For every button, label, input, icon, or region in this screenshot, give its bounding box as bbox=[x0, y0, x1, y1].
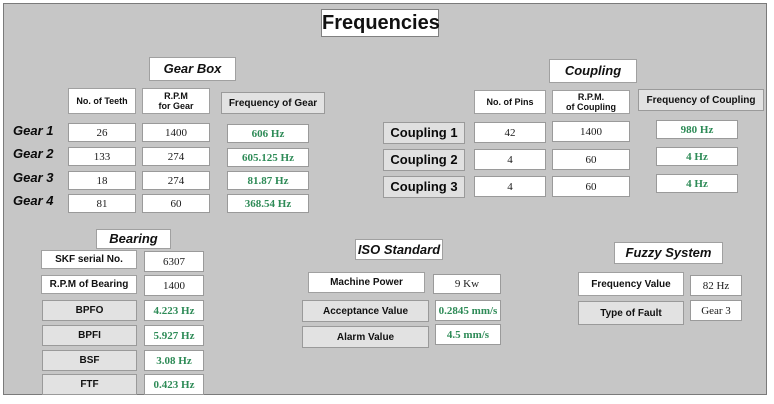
frequency-value-input[interactable]: 82 Hz bbox=[690, 275, 742, 296]
gear-2-rpm[interactable]: 274 bbox=[142, 147, 210, 166]
gear-rpm-header: R.P.M for Gear bbox=[142, 88, 210, 114]
gear-4-teeth[interactable]: 81 bbox=[68, 194, 136, 213]
coupling-2-pins[interactable]: 4 bbox=[474, 149, 546, 170]
gear-3-teeth[interactable]: 18 bbox=[68, 171, 136, 190]
bpfo-button[interactable]: BPFO bbox=[42, 300, 137, 321]
bsf-button[interactable]: BSF bbox=[42, 350, 137, 371]
gear-3-label: Gear 3 bbox=[13, 170, 54, 185]
acceptance-value-output: 0.2845 mm/s bbox=[435, 300, 501, 321]
bearing-section-title: Bearing bbox=[96, 229, 171, 249]
coupling-frequency-header: Frequency of Coupling bbox=[638, 89, 764, 111]
coupling-rpm-header-line1: R.P.M. bbox=[577, 92, 605, 102]
coupling-rpm-header: R.P.M. of Coupling bbox=[552, 90, 630, 114]
ftf-value: 0.423 Hz bbox=[144, 374, 204, 395]
gear-3-frequency: 81.87 Hz bbox=[227, 171, 309, 190]
coupling-rpm-header-line2: of Coupling bbox=[566, 102, 616, 112]
coupling-pins-header: No. of Pins bbox=[474, 90, 546, 114]
alarm-value-button[interactable]: Alarm Value bbox=[302, 326, 429, 348]
coupling-3-label: Coupling 3 bbox=[383, 176, 465, 198]
skf-serial-label: SKF serial No. bbox=[41, 250, 137, 269]
gear-1-rpm[interactable]: 1400 bbox=[142, 123, 210, 142]
gear-4-frequency: 368.54 Hz bbox=[227, 194, 309, 213]
ftf-button[interactable]: FTF bbox=[42, 374, 137, 395]
fuzzy-section-title: Fuzzy System bbox=[614, 242, 723, 264]
gear-4-rpm[interactable]: 60 bbox=[142, 194, 210, 213]
bpfi-value: 5.927 Hz bbox=[144, 325, 204, 346]
coupling-3-rpm[interactable]: 60 bbox=[552, 176, 630, 197]
coupling-2-rpm[interactable]: 60 bbox=[552, 149, 630, 170]
gear-rpm-header-line2: for Gear bbox=[158, 101, 194, 111]
gear-2-label: Gear 2 bbox=[13, 146, 54, 161]
gear-teeth-header: No. of Teeth bbox=[68, 88, 136, 114]
acceptance-value-button[interactable]: Acceptance Value bbox=[302, 300, 429, 322]
gear-2-teeth[interactable]: 133 bbox=[68, 147, 136, 166]
bearing-rpm-value[interactable]: 1400 bbox=[144, 275, 204, 296]
coupling-2-frequency: 4 Hz bbox=[656, 147, 738, 166]
coupling-3-frequency: 4 Hz bbox=[656, 174, 738, 193]
machine-power-value[interactable]: 9 Kw bbox=[433, 274, 501, 294]
coupling-1-pins[interactable]: 42 bbox=[474, 122, 546, 143]
bearing-rpm-label: R.P.M of Bearing bbox=[41, 275, 137, 294]
gear-4-label: Gear 4 bbox=[13, 193, 54, 208]
skf-serial-value[interactable]: 6307 bbox=[144, 251, 204, 272]
alarm-value-output: 4.5 mm/s bbox=[435, 324, 501, 345]
coupling-section-title: Coupling bbox=[549, 59, 637, 83]
gear-2-frequency: 605.125 Hz bbox=[227, 148, 309, 167]
frequency-value-label: Frequency Value bbox=[578, 272, 684, 296]
page-title: Frequencies bbox=[321, 9, 440, 37]
coupling-1-label: Coupling 1 bbox=[383, 122, 465, 144]
gear-frequency-header: Frequency of Gear bbox=[221, 92, 325, 114]
coupling-1-rpm[interactable]: 1400 bbox=[552, 121, 630, 142]
machine-power-label: Machine Power bbox=[308, 272, 425, 293]
type-of-fault-value: Gear 3 bbox=[690, 300, 742, 321]
bpfo-value: 4.223 Hz bbox=[144, 300, 204, 321]
gear-3-rpm[interactable]: 274 bbox=[142, 171, 210, 190]
frequencies-panel: Frequencies Gear Box No. of Teeth R.P.M … bbox=[3, 3, 767, 395]
gear-rpm-header-line1: R.P.M bbox=[164, 91, 188, 101]
gear-1-frequency: 606 Hz bbox=[227, 124, 309, 143]
gearbox-section-title: Gear Box bbox=[149, 57, 236, 81]
bsf-value: 3.08 Hz bbox=[144, 350, 204, 371]
coupling-3-pins[interactable]: 4 bbox=[474, 176, 546, 197]
coupling-2-label: Coupling 2 bbox=[383, 149, 465, 171]
iso-section-title: ISO Standard bbox=[355, 239, 443, 260]
gear-1-label: Gear 1 bbox=[13, 123, 54, 138]
type-of-fault-button[interactable]: Type of Fault bbox=[578, 301, 684, 325]
gear-1-teeth[interactable]: 26 bbox=[68, 123, 136, 142]
coupling-1-frequency: 980 Hz bbox=[656, 120, 738, 139]
bpfi-button[interactable]: BPFI bbox=[42, 325, 137, 346]
